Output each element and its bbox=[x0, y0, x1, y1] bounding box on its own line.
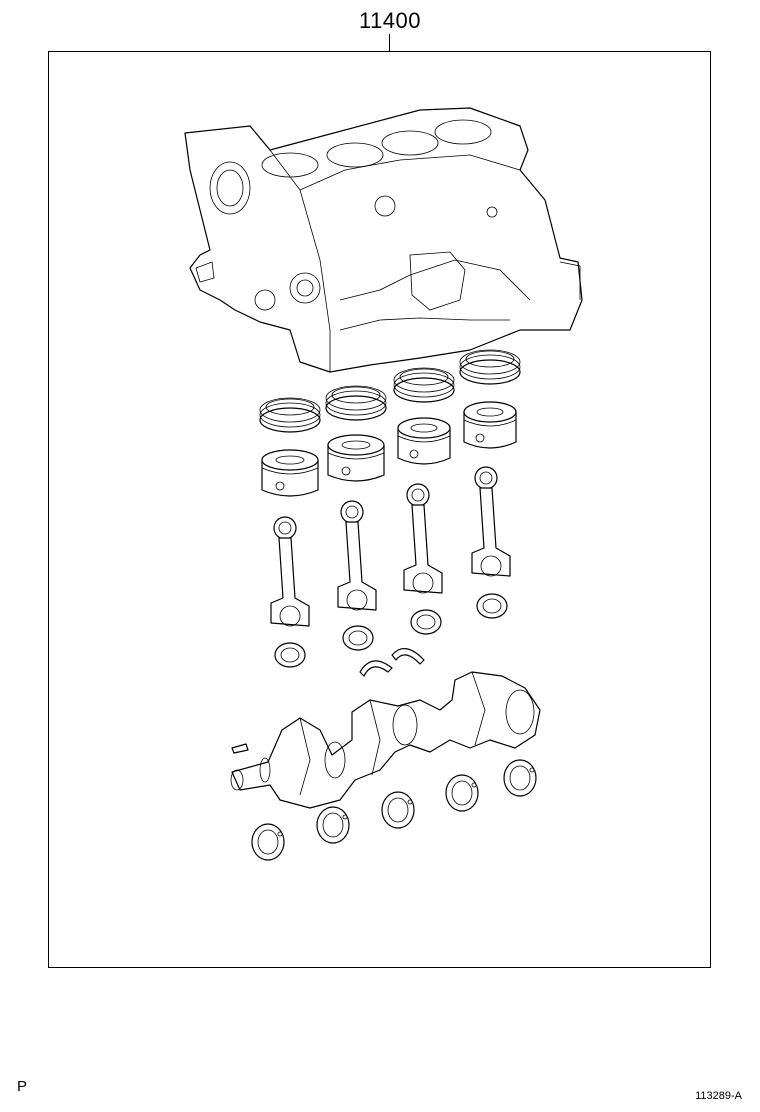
thrust-washer-icon[interactable] bbox=[359, 648, 425, 677]
parts-frame bbox=[48, 51, 711, 968]
page-mark: P bbox=[17, 1078, 28, 1095]
rod-bearing-icon[interactable] bbox=[274, 593, 508, 668]
crankshaft-icon[interactable] bbox=[230, 671, 541, 809]
part-number-label: 11400 bbox=[358, 8, 422, 33]
piston-icon[interactable] bbox=[261, 401, 517, 497]
connecting-rod-icon[interactable] bbox=[270, 466, 511, 627]
main-bearing-icon[interactable] bbox=[251, 759, 537, 861]
reference-code: 113289-A bbox=[695, 1090, 742, 1102]
piston-ring-icon[interactable] bbox=[259, 349, 521, 433]
leader-line bbox=[389, 34, 390, 52]
cylinder-block-icon[interactable] bbox=[184, 107, 583, 373]
